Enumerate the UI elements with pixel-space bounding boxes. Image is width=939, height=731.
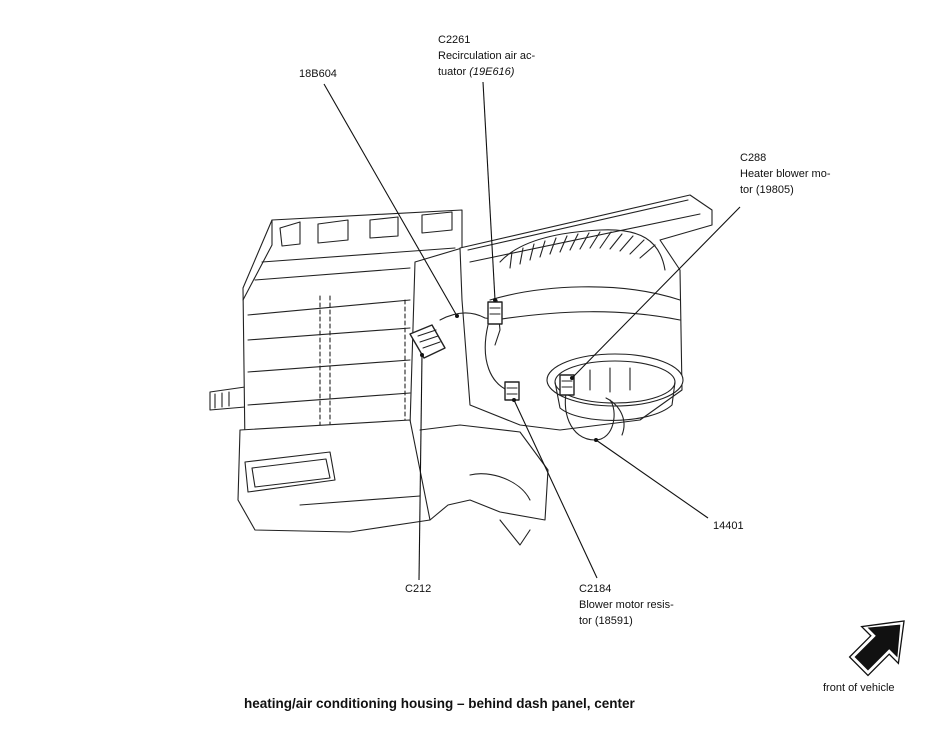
label-c2184-line2: tor (18591) <box>579 615 633 627</box>
label-c288-line1: Heater blower mo- <box>740 168 831 180</box>
connector-c2184 <box>504 381 520 401</box>
label-c2261: C2261 Recirculation air ac- tuator (19E6… <box>438 32 535 80</box>
label-c2184-line1: Blower motor resis- <box>579 599 674 611</box>
label-c2261-line2-text: tuator <box>438 66 467 78</box>
diagram-caption: heating/air conditioning housing – behin… <box>244 696 635 711</box>
hvac-housing <box>237 209 549 546</box>
label-14401-id: 14401 <box>713 520 744 532</box>
label-c288-line2: tor (19805) <box>740 184 794 196</box>
front-of-vehicle-label: front of vehicle <box>823 682 895 694</box>
leader-c2261 <box>482 81 496 301</box>
label-18b604: 18B604 <box>299 66 337 82</box>
label-c2261-line2: tuator (19E616) <box>438 64 535 80</box>
left-duct-stub <box>209 386 246 411</box>
leader-18b604 <box>323 83 458 317</box>
label-18b604-id: 18B604 <box>299 68 337 80</box>
label-c212: C212 <box>405 581 431 597</box>
label-c288: C288 Heater blower mo- tor (19805) <box>740 150 830 198</box>
connector-c2261 <box>487 301 503 325</box>
label-c2184: C2184 Blower motor resis- tor (18591) <box>579 581 674 629</box>
label-c212-id: C212 <box>405 583 432 595</box>
label-c2261-line1: Recirculation air ac- <box>438 50 536 62</box>
label-c2261-id: C2261 <box>438 34 471 46</box>
label-c2184-id: C2184 <box>579 583 612 595</box>
front-of-vehicle-arrow-icon <box>848 620 905 677</box>
leader-c212 <box>418 354 423 581</box>
connector-c212 <box>409 324 446 359</box>
leader-c2184 <box>513 399 598 579</box>
leader-14401 <box>595 439 709 519</box>
blower-housing <box>459 194 713 431</box>
leader-c288 <box>571 206 741 379</box>
label-c288-id: C288 <box>740 152 767 164</box>
label-14401: 14401 <box>713 518 744 534</box>
connector-c288 <box>559 374 575 396</box>
label-c2261-part: (19E616) <box>469 66 515 78</box>
